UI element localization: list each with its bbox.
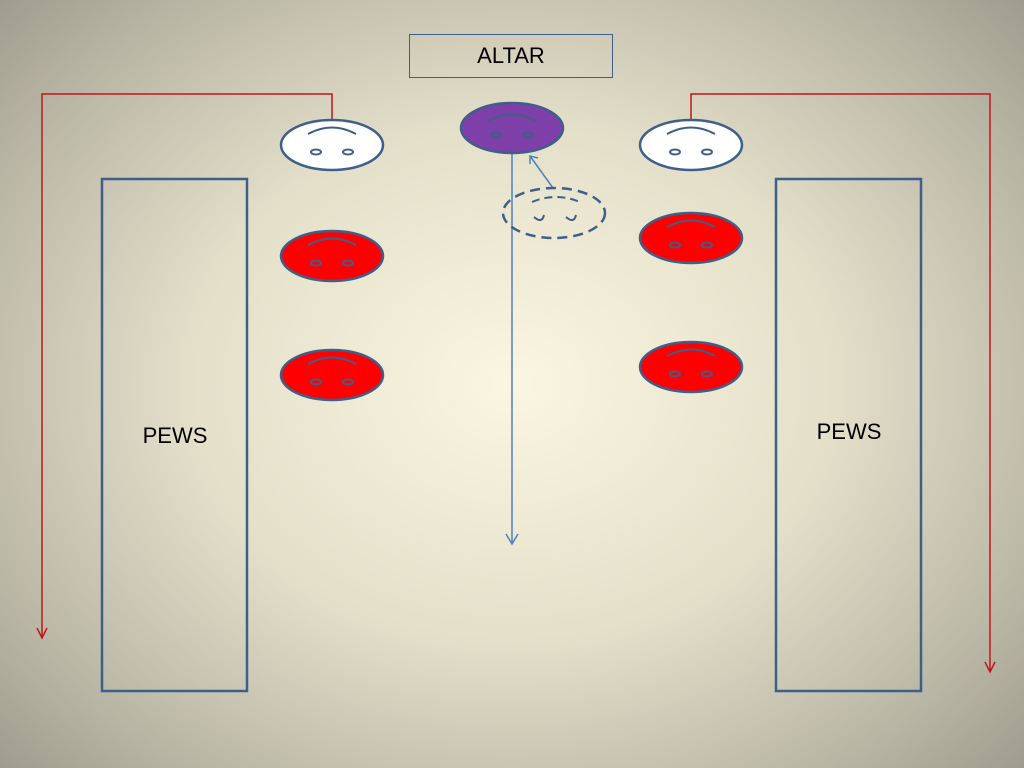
minister-left-3-face-icon [279, 348, 385, 402]
presider-face-icon [459, 101, 565, 155]
minister-right-2-face-icon [638, 211, 744, 265]
altar-label-box: ALTAR [409, 34, 613, 78]
exit-path-right-arrowhead [984, 661, 996, 674]
pews-right-block [774, 177, 923, 693]
minister-right-top-face-icon [638, 118, 744, 172]
exit-path-right [690, 93, 991, 672]
minister-right-3-face-icon [638, 340, 744, 394]
exit-path-left-arrowhead [36, 627, 48, 640]
former-position-face-icon [501, 186, 607, 240]
aisle-arrow-head [505, 533, 519, 546]
move-arrow-line [529, 155, 554, 189]
move-arrow-head [529, 155, 539, 164]
minister-left-top-face-icon [279, 118, 385, 172]
pews-left-block [100, 177, 249, 693]
exit-path-left [41, 93, 333, 638]
altar-label: ALTAR [477, 43, 545, 68]
minister-left-2-face-icon [279, 229, 385, 283]
pews-left-label: PEWS [142, 423, 208, 448]
pews-right-label: PEWS [816, 419, 882, 444]
